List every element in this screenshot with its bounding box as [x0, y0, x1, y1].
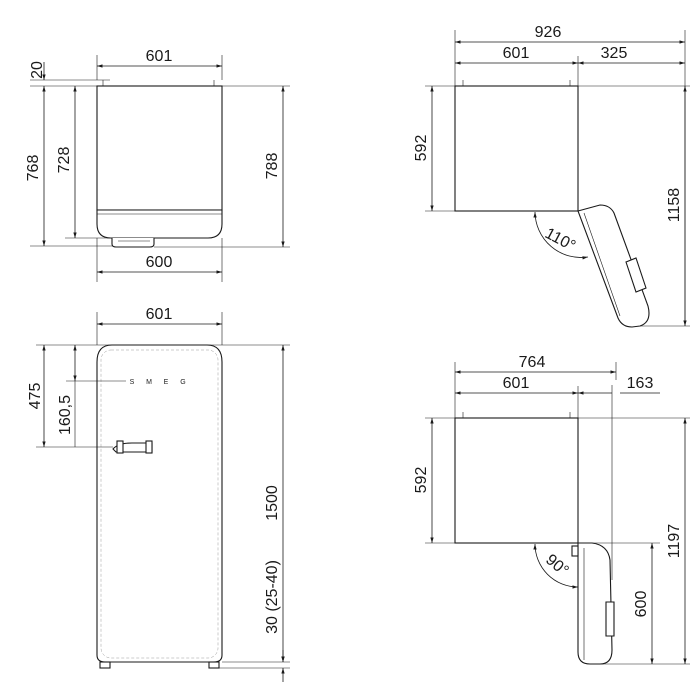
smeg-logo: S M E G — [130, 379, 186, 386]
dim-open110-total-depth: 1158 — [666, 188, 683, 223]
logo-letter-g: G — [180, 379, 185, 386]
front-view: 601 S M E G 475 160,5 1500 — [27, 306, 290, 682]
foot-left — [99, 661, 111, 669]
dim-open110-angle: 110° — [542, 225, 578, 255]
foot-right — [208, 661, 220, 669]
logo-letter-e: E — [164, 379, 169, 386]
door-top-outline — [96, 209, 223, 239]
logo-letter-s: S — [130, 379, 135, 386]
dim-open90-door-depth: 600 — [633, 591, 650, 618]
dim-front-width: 601 — [146, 306, 173, 323]
handle-base-right — [145, 440, 153, 454]
logo-letter-m: M — [146, 379, 152, 386]
cabinet-top-outline — [96, 85, 223, 211]
dim-open110-door-extension: 325 — [601, 45, 628, 62]
dim-width-bottom: 600 — [146, 254, 173, 271]
handle-base-left — [116, 440, 124, 454]
dim-handle-from-top: 475 — [27, 383, 44, 410]
dim-front-height: 1500 — [264, 485, 281, 521]
door-open110-outline — [577, 204, 650, 328]
dim-open90-total-depth: 1197 — [666, 524, 683, 559]
dim-open90-door-extension: 163 — [627, 375, 654, 392]
cabinet-open90-outline — [454, 417, 579, 544]
door-open90-handle — [605, 601, 615, 637]
dim-open90-depth: 592 — [413, 467, 430, 494]
dim-depth-body: 728 — [56, 147, 73, 174]
cabinet-open110-outline — [454, 85, 579, 212]
dim-open90-body-width: 601 — [503, 375, 530, 392]
dim-depth-total: 768 — [25, 155, 42, 182]
dim-logo-from-top: 160,5 — [57, 395, 74, 435]
dim-open90-total-width: 764 — [519, 354, 546, 371]
fridge-front-outline — [96, 344, 223, 663]
dim-width-top: 601 — [146, 48, 173, 65]
dim-open90-angle: 90° — [542, 551, 571, 580]
top-view-open-110: 926 601 325 592 110° 1158 — [413, 24, 690, 328]
top-view-closed: 601 20 768 728 788 600 — [25, 48, 290, 282]
handle-outline — [111, 238, 155, 248]
dim-hinge-offset: 20 — [29, 61, 46, 79]
door-open110-handle — [625, 257, 647, 293]
dim-open110-body-width: 601 — [503, 45, 530, 62]
top-view-open-90: 764 601 163 592 90° 600 1197 — [413, 354, 690, 665]
dim-feet: 30 (25-40) — [264, 560, 281, 634]
dim-open110-depth: 592 — [413, 135, 430, 162]
dim-depth-with-handle: 788 — [264, 153, 281, 180]
door-open90-outline — [577, 542, 613, 665]
dim-open110-total-width: 926 — [535, 24, 562, 41]
